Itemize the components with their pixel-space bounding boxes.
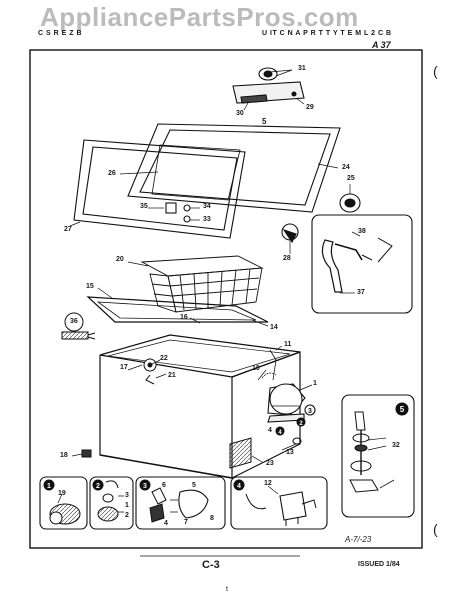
header-left-text: C S R E Z B <box>38 30 83 37</box>
callout-d3-8: 8 <box>210 515 214 522</box>
footer-mark: t <box>226 586 228 593</box>
detail-box-5: 5 <box>341 394 415 518</box>
callout-d5-32: 32 <box>392 442 400 449</box>
callout-4-marker: 4 <box>268 427 272 434</box>
breaker-strip <box>86 296 269 323</box>
callout-14: 14 <box>270 324 278 331</box>
leader-lines <box>69 69 351 254</box>
callout-22: 22 <box>160 355 168 362</box>
callout-d3-4: 4 <box>164 520 168 527</box>
page-ref: A 37 <box>372 40 391 50</box>
callout-d3-6: 6 <box>162 482 166 489</box>
callout-d2-2: 2 <box>125 512 129 519</box>
callout-24: 24 <box>342 164 350 171</box>
callout-33: 33 <box>203 216 211 223</box>
issued-date: ISSUED 1/84 <box>358 561 400 568</box>
diagram-frame <box>29 49 423 549</box>
callout-29: 29 <box>306 104 314 111</box>
power-cord-plug <box>61 312 96 340</box>
callout-15: 15 <box>86 283 94 290</box>
compressor: 3 2 4 <box>261 349 316 445</box>
callout-d4-12: 12 <box>264 480 272 487</box>
figure-ref: A-7/-23 <box>345 535 372 544</box>
callout-34: 34 <box>203 203 211 210</box>
callout-d3-7: 7 <box>184 519 188 526</box>
callout-23: 23 <box>266 460 274 467</box>
callout-17: 17 <box>120 364 128 371</box>
callout-26: 26 <box>108 170 116 177</box>
callout-11: 11 <box>284 341 292 348</box>
condenser-grille <box>229 437 252 469</box>
callout-d2-3: 3 <box>125 492 129 499</box>
detail-box-4: 4 <box>230 476 328 530</box>
callout-1: 1 <box>313 380 317 387</box>
svg-text:3: 3 <box>143 483 147 490</box>
page-number: C-3 <box>202 559 220 571</box>
header-right-text: U IT C N A P R T T Y T E M L 2 C B <box>262 30 392 37</box>
svg-text:1: 1 <box>47 483 51 490</box>
callout-d3-5: 5 <box>192 482 196 489</box>
svg-text:2: 2 <box>96 483 100 490</box>
callout-19: 19 <box>58 490 66 497</box>
margin-mark-bottom: ( <box>433 521 438 537</box>
callout-21: 21 <box>168 372 176 379</box>
svg-text:4: 4 <box>237 483 241 490</box>
svg-text:4: 4 <box>278 430 282 436</box>
detail-box-38 <box>311 214 413 314</box>
svg-text:2: 2 <box>299 421 303 427</box>
callout-20: 20 <box>116 256 124 263</box>
svg-text:5: 5 <box>400 405 405 414</box>
lid-assembly <box>73 67 361 244</box>
detail-box-1: 1 <box>39 476 88 530</box>
detail-box-3: 3 <box>135 476 226 530</box>
callout-13: 13 <box>286 449 294 456</box>
callout-35: 35 <box>140 203 148 210</box>
callout-36: 36 <box>70 318 78 325</box>
callout-25: 25 <box>347 175 355 182</box>
callout-31: 31 <box>298 65 306 72</box>
svg-text:3: 3 <box>308 408 312 415</box>
callout-10: 10 <box>252 365 260 372</box>
callout-18: 18 <box>60 452 68 459</box>
watermark-logo: AppliancePartsPros.com <box>40 2 359 32</box>
callout-38: 38 <box>358 228 366 235</box>
callout-d2-1: 1 <box>125 502 129 509</box>
callout-28: 28 <box>283 255 291 262</box>
callout-37: 37 <box>357 289 365 296</box>
detail-box-2: 2 <box>89 476 134 530</box>
callout-27: 27 <box>64 226 72 233</box>
margin-mark-top: ( <box>433 63 438 79</box>
callout-5-top: 5 <box>262 117 267 126</box>
callout-30: 30 <box>236 110 244 117</box>
wire-basket <box>140 255 264 313</box>
callout-16: 16 <box>180 314 188 321</box>
